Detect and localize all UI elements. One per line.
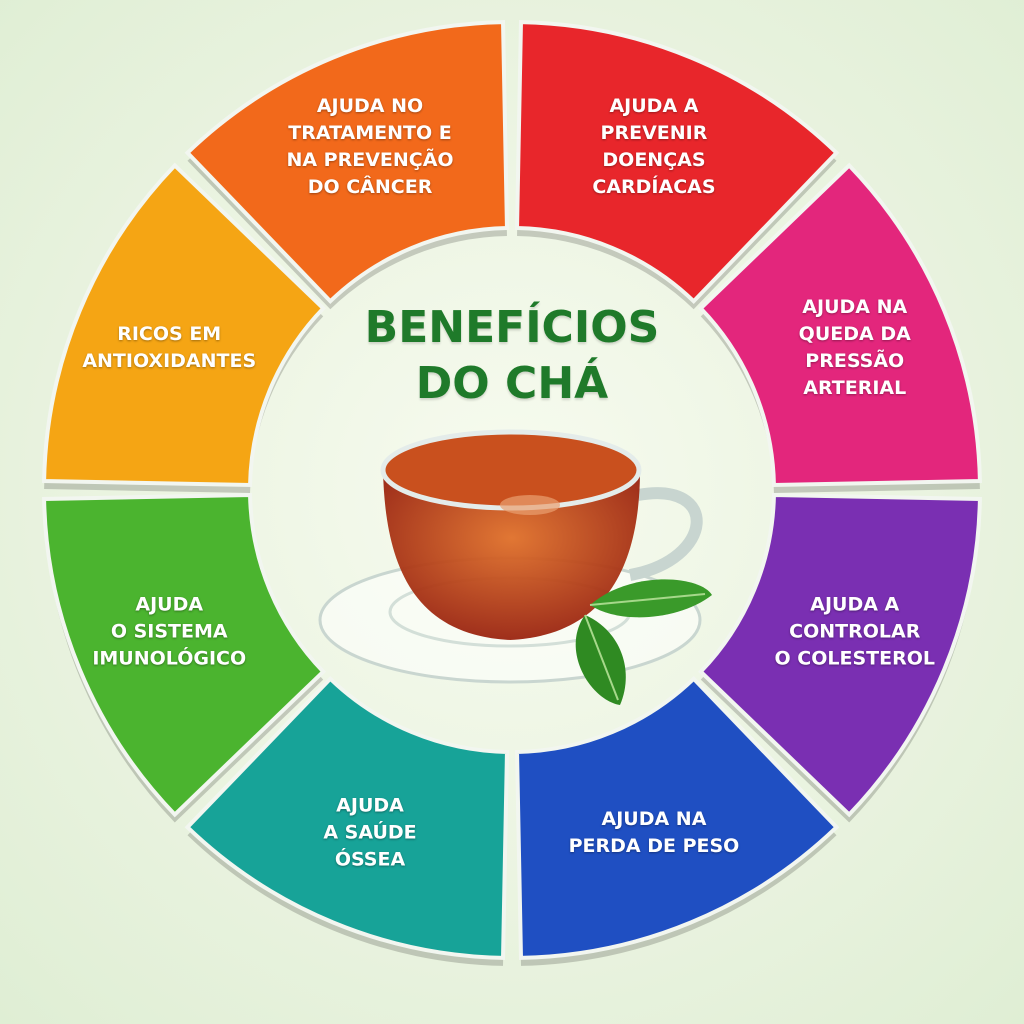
benefit-segment (184, 675, 510, 960)
page-title: BENEFÍCIOS DO CHÁ (312, 300, 712, 412)
benefit-label: AJUDA A CONTROLAR O COLESTEROL (774, 593, 935, 670)
tea-cup-illustration (318, 429, 712, 705)
benefit-label: AJUDA O SISTEMA IMUNOLÓGICO (92, 593, 247, 670)
benefit-segment (42, 162, 327, 488)
benefit-label: AJUDA A PREVENIR DOENÇAS CARDÍACAS (592, 95, 716, 199)
title-line-2: DO CHÁ (415, 358, 609, 409)
leaf-icon (575, 615, 626, 705)
benefit-label: AJUDA NA QUEDA DA PRESSÃO ARTERIAL (798, 296, 911, 400)
benefit-label: AJUDA A SAÚDE ÓSSEA (323, 794, 417, 871)
title-line-1: BENEFÍCIOS (364, 302, 660, 353)
benefit-segment (697, 492, 982, 818)
benefit-segment (184, 20, 510, 305)
benefit-label: AJUDA NO TRATAMENTO E NA PREVENÇÃO DO CÂ… (286, 95, 454, 199)
benefit-segment (42, 492, 327, 818)
benefit-label: RICOS EM ANTIOXIDANTES (82, 323, 257, 373)
benefit-segment (514, 20, 840, 305)
benefit-segment (514, 675, 840, 960)
benefit-label: AJUDA NA PERDA DE PESO (568, 807, 740, 857)
benefit-segment (697, 162, 982, 488)
